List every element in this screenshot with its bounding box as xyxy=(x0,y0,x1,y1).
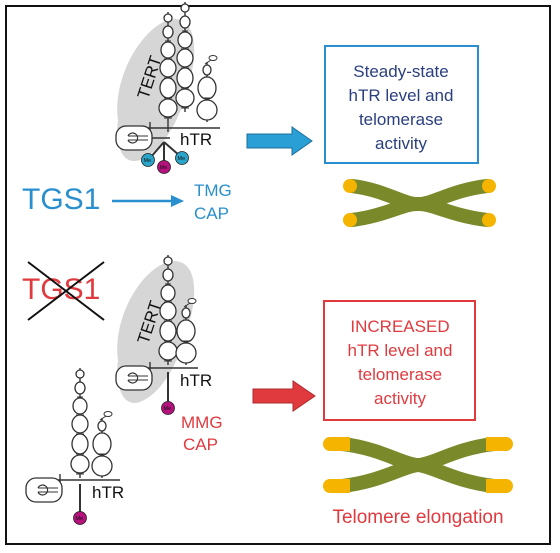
increased-box xyxy=(323,300,476,421)
increased-line4: activity xyxy=(374,389,426,408)
htr-rna-free xyxy=(25,367,120,503)
tmg-cap-groups: Me Me Me xyxy=(141,141,189,174)
steady-state-box xyxy=(324,45,479,164)
chromosome-normal xyxy=(343,179,496,227)
steady-state-line3: telomerase xyxy=(359,110,443,129)
telomere-cap xyxy=(482,179,496,193)
telomere-cap xyxy=(486,479,513,493)
tgs1-crossed-label: TGS1 xyxy=(22,273,100,306)
me-label-left: Me xyxy=(144,158,152,164)
htr-label-top: hTR xyxy=(180,130,212,149)
tgs1-arrow-head xyxy=(171,195,184,207)
telomere-cap xyxy=(343,213,357,227)
telomere-cap xyxy=(486,437,513,451)
bottom-panel: TGS1 TERT hTR Me hTR Me MMG xyxy=(22,254,513,528)
blue-result-arrow xyxy=(246,126,313,156)
me-label-right: Me xyxy=(178,156,186,162)
steady-state-line4: activity xyxy=(375,134,427,153)
telomere-cap xyxy=(343,179,357,193)
htr-label-free: hTR xyxy=(92,483,124,502)
figure-frame xyxy=(5,5,551,545)
mmg-cap-line2: CAP xyxy=(183,435,218,454)
chromosome-elongated xyxy=(323,437,513,493)
red-result-arrow xyxy=(252,380,316,412)
increased-line2: hTR level and xyxy=(348,341,453,360)
telomere-cap xyxy=(482,213,496,227)
me-circle-right xyxy=(175,151,189,165)
me-label-mmg-free: Me xyxy=(76,516,84,522)
me-circle-center xyxy=(157,160,171,174)
telomere-elongation-label: Telomere elongation xyxy=(332,507,503,528)
steady-state-line1: Steady-state xyxy=(353,62,448,81)
cross-line-2 xyxy=(27,261,105,321)
htr-rna-top xyxy=(115,1,220,151)
telomere-cap xyxy=(323,479,350,493)
me-label-mmg-bound: Me xyxy=(164,406,172,412)
tgs1-label: TGS1 xyxy=(22,183,100,216)
increased-line3: telomerase xyxy=(358,365,442,384)
me-circle-mmg-free xyxy=(73,511,87,525)
mmg-cap-line1: MMG xyxy=(181,413,223,432)
telomere-cap xyxy=(323,437,350,451)
me-circle-left xyxy=(141,153,155,167)
me-label-center: Me xyxy=(160,165,168,171)
tmg-cap-line1: TMG xyxy=(194,181,232,200)
top-panel: TERT hTR Me Me Me TGS1 T xyxy=(22,1,496,227)
steady-state-line2: hTR level and xyxy=(349,86,454,105)
me-circle-mmg-bound xyxy=(161,401,175,415)
increased-line1: INCREASED xyxy=(350,317,449,336)
htr-rna-bound xyxy=(115,254,198,391)
htr-label-bound: hTR xyxy=(180,371,212,390)
tmg-cap-line2: CAP xyxy=(194,204,229,223)
